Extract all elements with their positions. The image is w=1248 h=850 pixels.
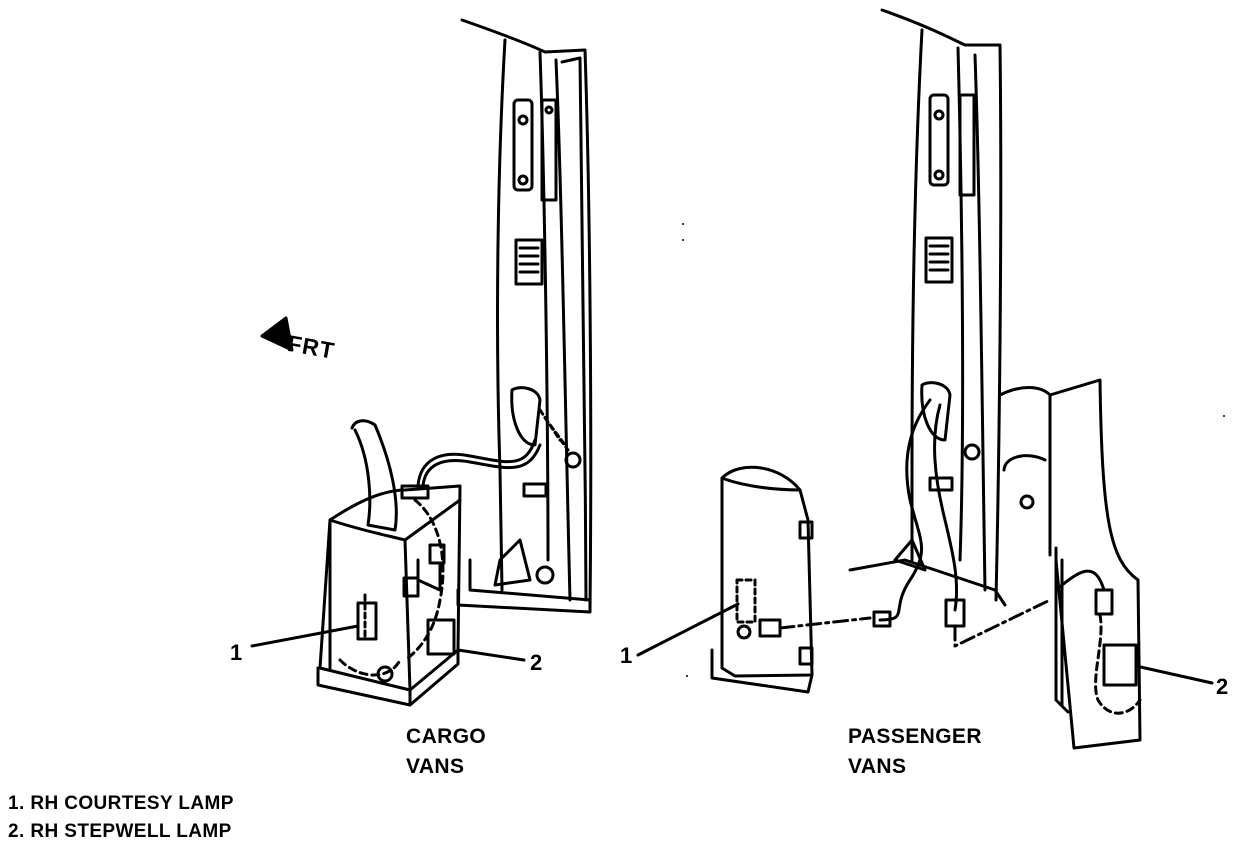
callout-1-passenger: 1	[620, 643, 633, 668]
callout-1-cargo: 1	[230, 640, 243, 665]
callout-2-passenger: 2	[1216, 674, 1229, 699]
callout-line-1-right	[636, 602, 740, 657]
passenger-courtesy-housing	[710, 465, 814, 694]
passenger-vans-caption: PASSENGER VANS	[848, 722, 982, 782]
callout-2-cargo: 2	[530, 650, 543, 675]
passenger-caption-line1: PASSENGER	[848, 725, 982, 748]
passenger-caption-line2: VANS	[848, 755, 907, 778]
callout-line-2-right	[1134, 664, 1214, 685]
cargo-caption-line2: VANS	[406, 755, 465, 778]
legend-item-2: 2. RH STEPWELL LAMP	[8, 821, 232, 842]
cargo-vans-caption: CARGO VANS	[406, 722, 486, 782]
passenger-stepwell-panel	[998, 378, 1142, 750]
legend-item-1: 1. RH COURTESY LAMP	[8, 793, 234, 814]
passenger-harness	[778, 398, 1052, 648]
cargo-stepwell-unit	[316, 419, 542, 707]
callout-line-1-left	[250, 624, 360, 648]
passenger-van-body-pillar	[848, 8, 1007, 607]
scan-dots	[682, 223, 1225, 677]
front-direction-arrow	[260, 316, 294, 352]
cargo-caption-line1: CARGO	[406, 725, 487, 748]
cargo-van-body-pillar	[456, 18, 593, 614]
callout-line-2-left	[456, 648, 526, 662]
